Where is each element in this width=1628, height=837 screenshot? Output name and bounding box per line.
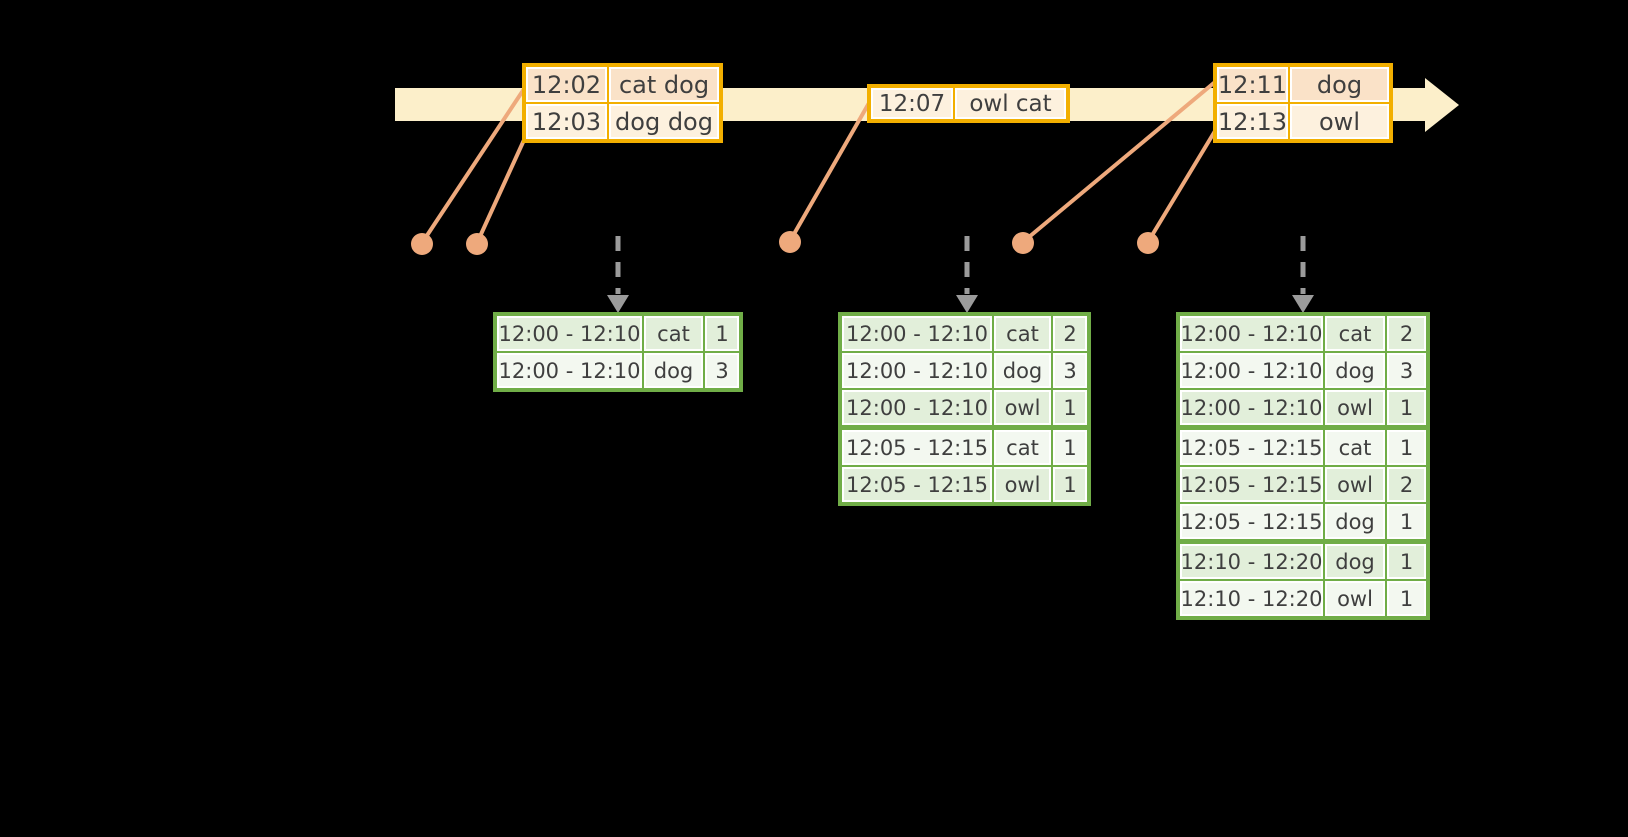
word-cell: cat bbox=[1325, 316, 1385, 351]
event-dot-icon bbox=[779, 231, 801, 253]
connector-line bbox=[475, 139, 526, 244]
connector-lines bbox=[420, 80, 1217, 245]
trigger-arrowheads bbox=[607, 295, 1314, 313]
word-cell: owl bbox=[1325, 581, 1385, 616]
event-dot-icon bbox=[1137, 232, 1159, 254]
count-cell: 1 bbox=[1387, 581, 1426, 616]
window-cell: 12:05 - 12:15 bbox=[1180, 504, 1323, 539]
count-cell: 1 bbox=[1053, 390, 1087, 425]
word-cell: owl bbox=[994, 390, 1051, 425]
word-cell: cat bbox=[994, 316, 1051, 351]
event-time-cell: 12:07 bbox=[871, 88, 953, 119]
window-cell: 12:00 - 12:10 bbox=[1180, 390, 1323, 425]
count-cell: 1 bbox=[1387, 544, 1426, 579]
connector-line bbox=[1021, 80, 1217, 244]
word-cell: cat bbox=[994, 430, 1051, 465]
window-cell: 12:00 - 12:10 bbox=[842, 353, 992, 388]
word-cell: dog bbox=[1325, 504, 1385, 539]
word-cell: dog bbox=[644, 353, 703, 388]
count-cell: 2 bbox=[1387, 467, 1426, 502]
trigger-arrowhead-icon bbox=[1292, 295, 1314, 313]
window-cell: 12:05 - 12:15 bbox=[1180, 467, 1323, 502]
word-cell: dog bbox=[994, 353, 1051, 388]
count-cell: 1 bbox=[1053, 430, 1087, 465]
word-cell: owl bbox=[1325, 390, 1385, 425]
window-cell: 12:05 - 12:15 bbox=[1180, 430, 1323, 465]
window-cell: 12:00 - 12:10 bbox=[497, 353, 642, 388]
window-cell: 12:00 - 12:10 bbox=[842, 390, 992, 425]
word-cell: cat bbox=[644, 316, 703, 351]
word-cell: dog bbox=[1325, 353, 1385, 388]
count-cell: 1 bbox=[1387, 430, 1426, 465]
event-words-cell: dog bbox=[1290, 67, 1389, 102]
connector-line bbox=[788, 102, 871, 242]
connector-line bbox=[1146, 129, 1217, 244]
count-cell: 3 bbox=[705, 353, 739, 388]
count-cell: 1 bbox=[705, 316, 739, 351]
count-cell: 3 bbox=[1053, 353, 1087, 388]
event-time-cell: 12:02 bbox=[526, 67, 607, 102]
count-cell: 1 bbox=[1387, 390, 1426, 425]
window-cell: 12:10 - 12:20 bbox=[1180, 581, 1323, 616]
window-cell: 12:00 - 12:10 bbox=[1180, 353, 1323, 388]
word-cell: dog bbox=[1325, 544, 1385, 579]
event-dot-icon bbox=[466, 233, 488, 255]
count-cell: 2 bbox=[1387, 316, 1426, 351]
connector-line bbox=[420, 87, 526, 245]
event-time-cell: 12:13 bbox=[1217, 104, 1288, 139]
window-cell: 12:00 - 12:10 bbox=[497, 316, 642, 351]
event-time-cell: 12:03 bbox=[526, 104, 607, 139]
event-words-cell: dog dog bbox=[609, 104, 719, 139]
window-cell: 12:05 - 12:15 bbox=[842, 430, 992, 465]
event-words-cell: cat dog bbox=[609, 67, 719, 102]
window-cell: 12:10 - 12:20 bbox=[1180, 544, 1323, 579]
count-cell: 2 bbox=[1053, 316, 1087, 351]
trigger-arrowhead-icon bbox=[956, 295, 978, 313]
event-dots bbox=[411, 231, 1159, 255]
event-words-cell: owl cat bbox=[955, 88, 1066, 119]
timeline-arrowhead-icon bbox=[1425, 78, 1459, 132]
event-words-cell: owl bbox=[1290, 104, 1389, 139]
event-dot-icon bbox=[411, 233, 433, 255]
word-cell: owl bbox=[1325, 467, 1385, 502]
window-cell: 12:05 - 12:15 bbox=[842, 467, 992, 502]
count-cell: 3 bbox=[1387, 353, 1426, 388]
word-cell: owl bbox=[994, 467, 1051, 502]
window-cell: 12:00 - 12:10 bbox=[842, 316, 992, 351]
window-cell: 12:00 - 12:10 bbox=[1180, 316, 1323, 351]
trigger-arrows bbox=[615, 236, 1306, 294]
trigger-arrowhead-icon bbox=[607, 295, 629, 313]
count-cell: 1 bbox=[1387, 504, 1426, 539]
event-dot-icon bbox=[1012, 232, 1034, 254]
word-cell: cat bbox=[1325, 430, 1385, 465]
event-time-cell: 12:11 bbox=[1217, 67, 1288, 102]
count-cell: 1 bbox=[1053, 467, 1087, 502]
